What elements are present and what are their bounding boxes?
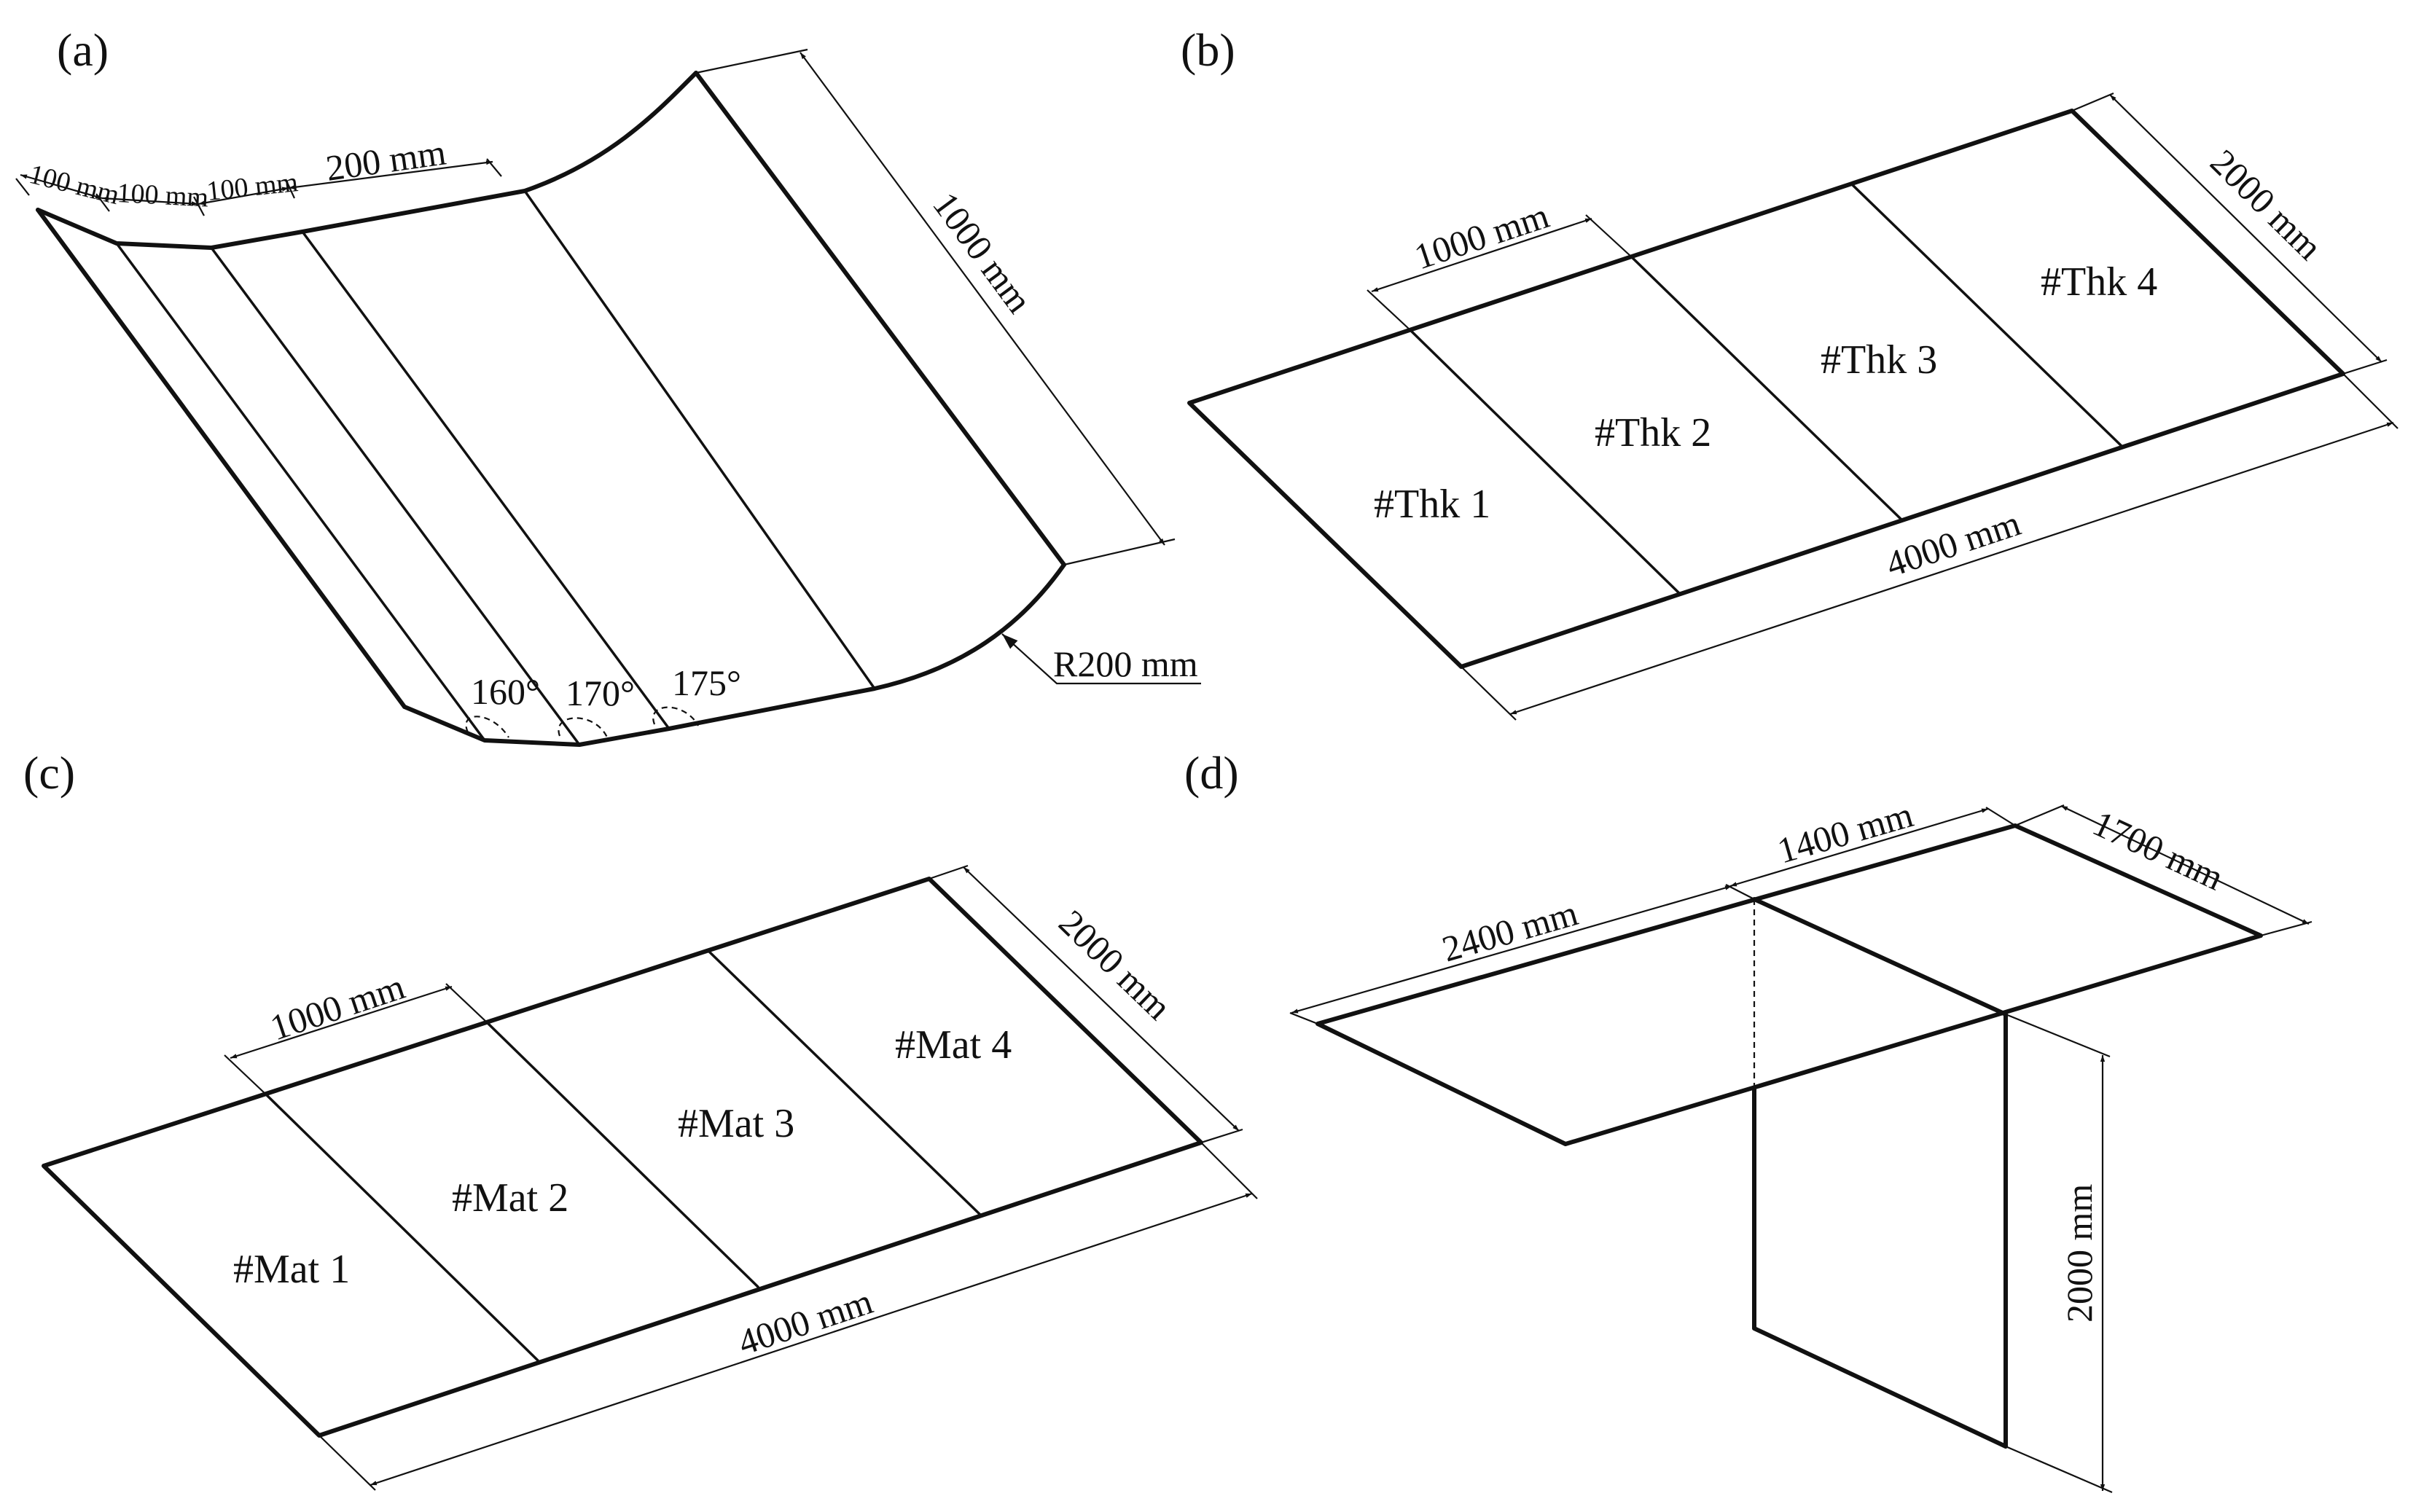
panel-b-dim-segment: 1000 mm [1410, 195, 1554, 277]
panel-a: (a) 100 mm 100 mm 100 mm 200 mm 1000 mm … [15, 24, 1201, 747]
panel-b-divider-1 [1409, 329, 1681, 595]
panel-d: (d) 2400 mm 1400 mm 1700 mm 2000 mm [1184, 747, 2313, 1494]
panel-a-angle-2: 170° [566, 673, 635, 713]
panel-d-label: (d) [1184, 747, 1239, 799]
panel-c-divider-1 [264, 1092, 539, 1362]
panel-c-label: (c) [23, 747, 75, 799]
panel-b-region-2: #Thk 2 [1595, 410, 1711, 455]
panel-a-fold-1 [115, 242, 486, 742]
panel-c-divider-3 [707, 949, 982, 1216]
panel-c-dim-width: 2000 mm [1051, 902, 1179, 1028]
panel-b-region-4: #Thk 4 [2041, 259, 2157, 305]
panel-a-dim-radius: R200 mm [1053, 643, 1198, 684]
panel-d-dim-left: 2400 mm [1438, 892, 1582, 969]
panel-a-dim-seg3: 100 mm [206, 167, 300, 207]
panel-c-divider-2 [485, 1021, 759, 1288]
panel-b-dim-length: 4000 mm [1881, 502, 2025, 584]
panel-a-label: (a) [57, 24, 109, 76]
panel-a-angle-1: 160° [471, 671, 540, 712]
panel-d-web [1752, 1012, 2008, 1449]
panel-a-bottom-edge [402, 563, 1066, 747]
panel-a-dim-seg2: 100 mm [117, 178, 210, 214]
panel-b: (b) #Thk 1 #Thk 2 #Thk 3 #Thk 4 1000 mm … [1181, 24, 2399, 721]
panel-c-dim-segment: 1000 mm [265, 965, 410, 1048]
panel-c-plate [42, 877, 1203, 1438]
panel-c-region-2: #Mat 2 [452, 1175, 568, 1221]
panel-b-region-1: #Thk 1 [1374, 482, 1490, 527]
panel-b-divider-2 [1630, 255, 1904, 522]
panel-a-left-edge [36, 208, 407, 709]
panel-b-region-3: #Thk 3 [1821, 337, 1937, 383]
panel-b-label: (b) [1181, 24, 1235, 76]
panel-c: (c) #Mat 1 #Mat 2 #Mat 3 #Mat 4 1000 mm … [23, 747, 1258, 1491]
panel-d-top-plate [1315, 823, 2263, 1146]
panel-a-fold-3 [301, 230, 671, 730]
panel-a-radius-leader [1001, 633, 1201, 685]
panel-a-fold-2 [210, 246, 581, 746]
panel-d-dim-right: 1700 mm [2087, 802, 2229, 898]
panel-d-web-top-line [1752, 897, 2008, 1017]
panel-b-divider-3 [1850, 182, 2124, 448]
panel-c-region-4: #Mat 4 [895, 1022, 1012, 1068]
panel-c-region-3: #Mat 3 [678, 1101, 794, 1146]
panel-c-region-1: #Mat 1 [233, 1247, 350, 1292]
panel-a-angle-3: 175° [672, 662, 741, 703]
panel-a-dim-seg4: 200 mm [324, 131, 449, 188]
panel-a-fold-4 [523, 189, 876, 690]
panel-d-dim-height: 2000 mm [2059, 1184, 2100, 1323]
panel-a-dim-seg1: 100 mm [26, 159, 122, 211]
